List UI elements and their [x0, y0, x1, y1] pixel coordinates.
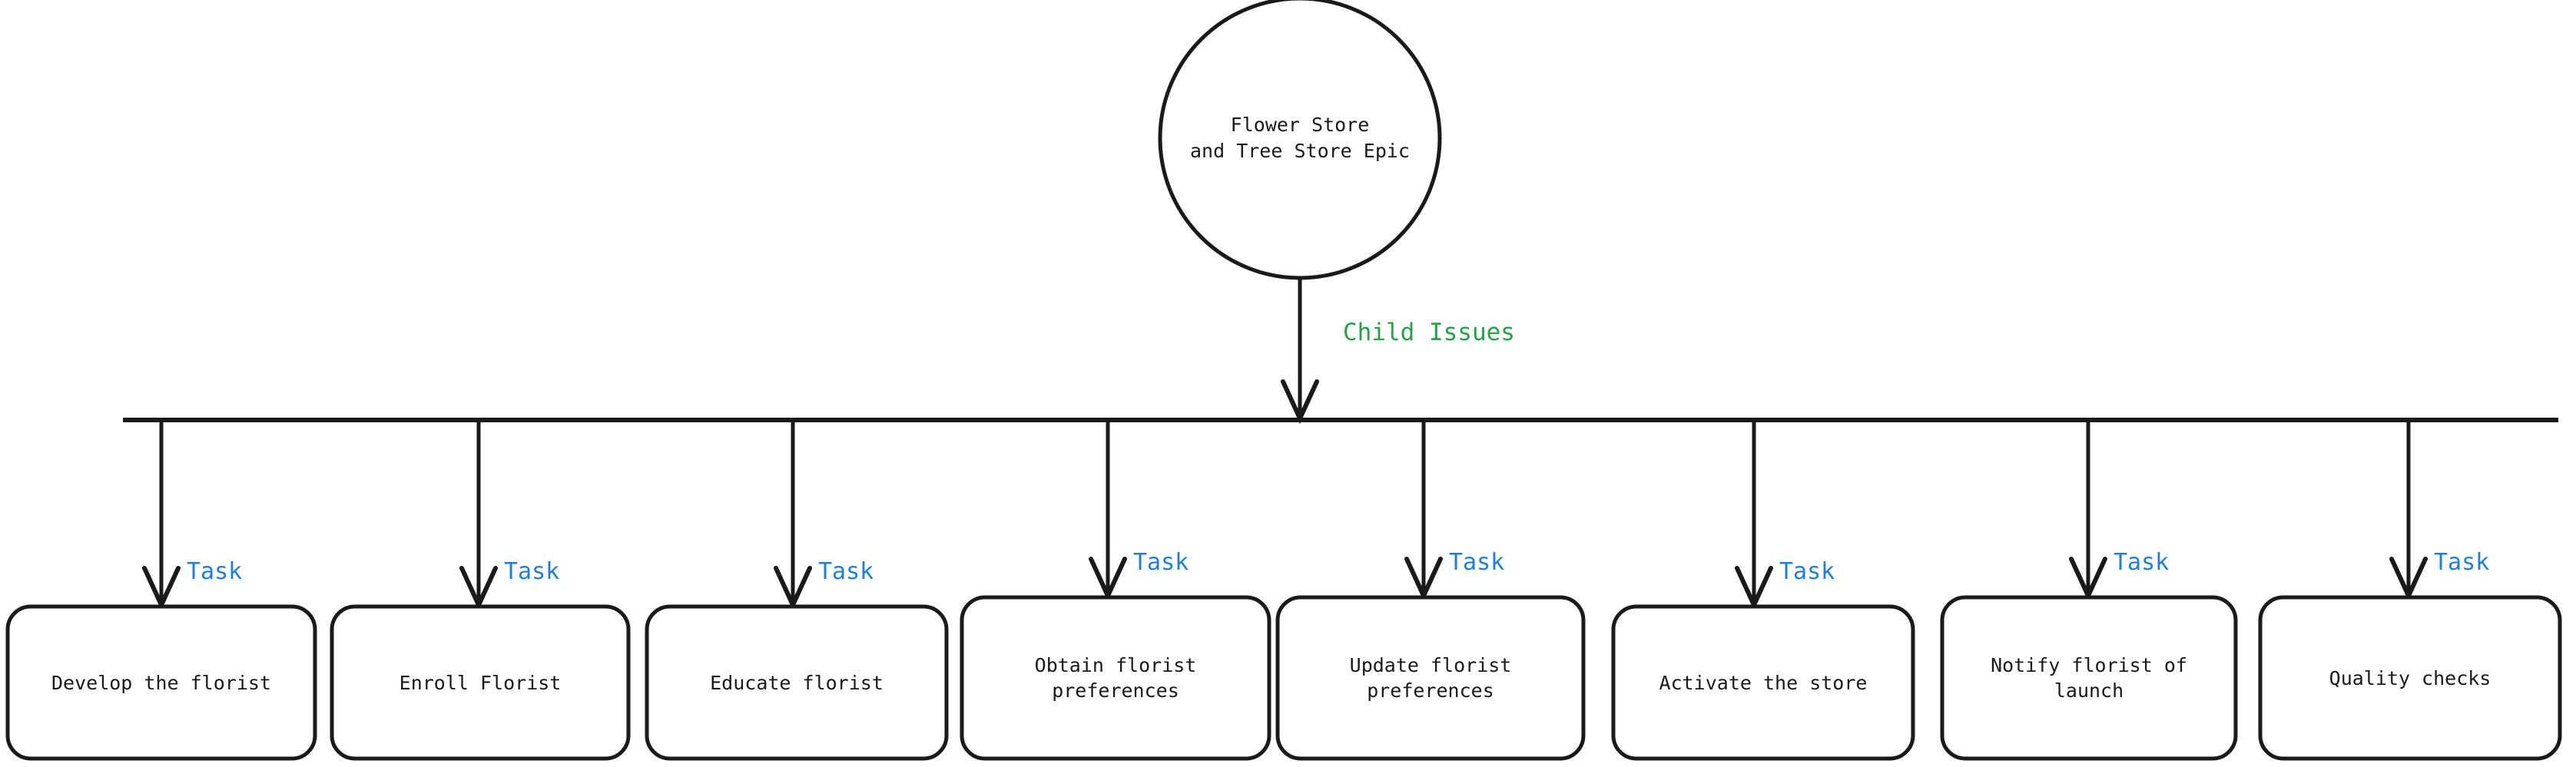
task-node-box-7[interactable] [1940, 595, 2238, 761]
task-node-box-8[interactable] [2258, 595, 2562, 761]
child-edge-label-6: Task [1779, 558, 1835, 585]
task-node-box-6[interactable] [1611, 604, 1915, 761]
task-node-box-5[interactable] [1275, 595, 1586, 761]
child-edge-label-8: Task [2434, 549, 2490, 576]
child-edge-label-5: Task [1449, 549, 1505, 576]
child-edge-label-4: Task [1133, 549, 1189, 576]
root-edge-label: Child Issues [1343, 319, 1515, 346]
task-node-box-3[interactable] [645, 604, 949, 761]
task-node-box-1[interactable] [5, 604, 317, 761]
child-edge-label-7: Task [2114, 549, 2170, 576]
task-node-box-4[interactable] [960, 595, 1271, 761]
root-node-circle[interactable] [1158, 0, 1442, 280]
child-edge-label-2: Task [504, 558, 560, 585]
child-edge-label-1: Task [187, 558, 243, 585]
task-node-box-2[interactable] [330, 604, 631, 761]
child-edge-label-3: Task [818, 558, 874, 585]
